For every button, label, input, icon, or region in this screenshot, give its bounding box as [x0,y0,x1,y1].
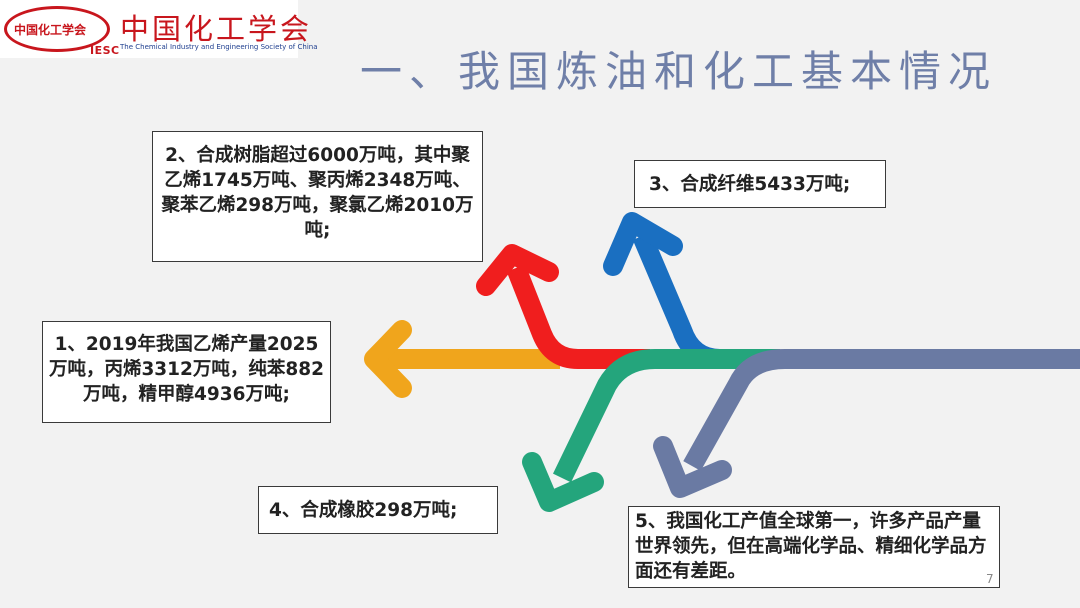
chemical-output-value-box: 5、我国化工产值全球第一，许多产品产量世界领先，但在高端化学品、精细化学品方面还… [628,506,1000,588]
blue-up-arrow-icon [603,212,721,369]
slide-title: 一、我国炼油和化工基本情况 [360,47,998,96]
logo-abbr: 中国化工学会 [14,23,87,37]
society-logo: 中国化工学会 IESC 中国化工学会 The Chemical Industry… [0,0,318,58]
logo-name-cn: 中国化工学会 [120,12,313,46]
green-down-arrow-icon [522,349,780,512]
logo-emblem [4,6,110,52]
ethylene-output-box: 1、2019年我国乙烯产量2025万吨，丙烯3312万吨，纯苯882万吨，精甲醇… [42,321,331,423]
synthetic-rubber-box: 4、合成橡胶298万吨; [258,486,498,534]
synthetic-resin-box: 2、合成树脂超过6000万吨，其中聚乙烯1745万吨、聚丙烯2348万吨、聚苯乙… [152,131,483,262]
synthetic-fiber-box: 3、合成纤维5433万吨; [634,160,886,208]
red-up-arrow-icon [476,244,650,369]
page-number: 7 [986,572,994,586]
logo-name-en: The Chemical Industry and Engineering So… [120,43,318,51]
slate-down-arrow-icon [653,349,1080,498]
orange-left-arrow-icon [364,320,560,398]
logo-iesc: IESC [90,44,120,57]
